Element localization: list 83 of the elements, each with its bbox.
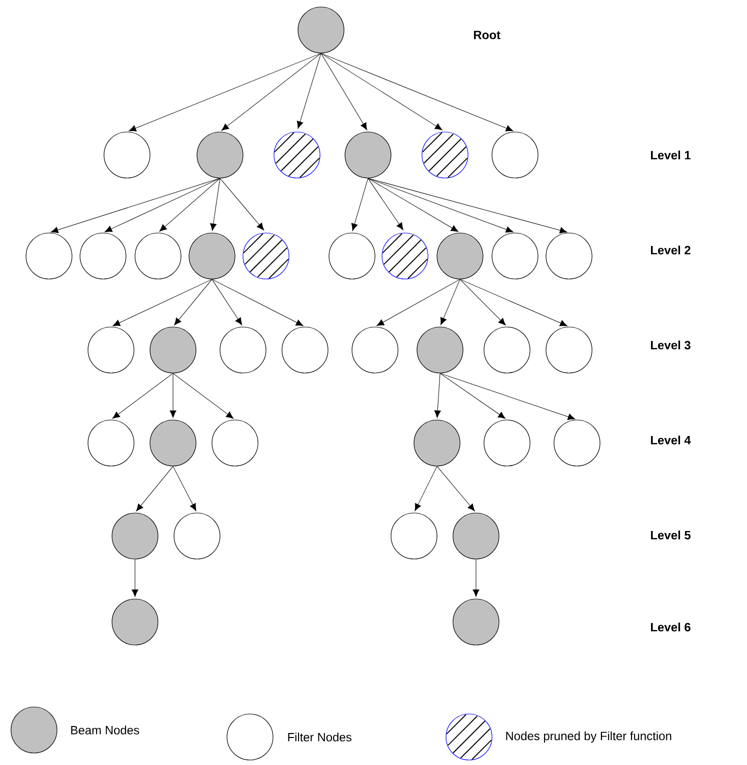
arrow	[112, 279, 212, 326]
level-label: Level 3	[651, 340, 690, 350]
filter-node-circle	[484, 326, 530, 374]
arrow	[112, 373, 174, 419]
filter-node-circle	[328, 232, 376, 280]
beam-node-circle	[150, 420, 196, 466]
filter-node-circle	[220, 326, 266, 374]
arrow	[50, 178, 220, 234]
filter-node-circle	[492, 232, 538, 280]
level-label: Root	[474, 30, 500, 40]
level-label: Level 1	[651, 150, 691, 160]
beam-node-circle	[452, 598, 500, 646]
arrow	[104, 178, 220, 232]
beam-node-circle	[416, 326, 464, 374]
filter-node-circle	[104, 132, 150, 178]
arrow	[460, 279, 506, 326]
arrow	[320, 53, 368, 130]
filter-node-circle	[546, 232, 592, 280]
arrow	[368, 178, 568, 234]
pruned-node-circle	[274, 132, 320, 178]
arrow	[436, 466, 475, 512]
beam-node-circle	[150, 326, 196, 374]
arrow	[210, 178, 220, 231]
filter-node-circle	[554, 420, 600, 466]
arrow	[434, 373, 441, 418]
arrow	[368, 178, 514, 233]
filter-node-circle	[282, 326, 328, 374]
beam-node-circle	[298, 6, 344, 54]
legend-label: Beam Nodes	[71, 726, 140, 734]
legend-label: Nodes pruned by Filter function	[506, 731, 672, 743]
filter-node-circle	[26, 232, 72, 280]
filter-node-circle	[174, 512, 220, 560]
filter-node-circle	[546, 326, 592, 374]
filter-node-circle	[212, 420, 258, 466]
arrow	[128, 53, 322, 132]
arrow	[159, 178, 220, 232]
level-label: Level 2	[651, 246, 690, 254]
arrow	[172, 373, 234, 419]
filter-node-circle	[352, 326, 398, 374]
arrow	[172, 466, 196, 512]
arrow	[170, 373, 176, 418]
arrow	[368, 178, 458, 232]
arrow	[136, 466, 174, 512]
beam-node-circle	[436, 232, 484, 280]
arrow	[368, 178, 404, 230]
pruned-node-circle	[382, 232, 428, 280]
beam-node-circle	[112, 512, 158, 560]
filter-node-circle	[88, 420, 134, 466]
arrow	[320, 53, 442, 130]
arrow	[460, 279, 568, 326]
arrow	[132, 559, 138, 597]
arrow	[212, 279, 304, 326]
filter-node-circle	[492, 132, 538, 178]
filter-node-circle	[88, 326, 134, 374]
filter-node-circle	[484, 420, 530, 466]
arrow	[351, 178, 368, 231]
level-label: Level 5	[651, 530, 691, 540]
arrow	[440, 279, 460, 326]
filter-node-circle	[134, 232, 182, 280]
beam-node-circle	[344, 132, 392, 178]
arrow	[320, 53, 514, 132]
pruned-node-circle	[422, 132, 468, 178]
arrow	[296, 53, 322, 129]
arrow	[221, 53, 322, 131]
level-label: Level 6	[651, 622, 690, 632]
beam-node-circle	[452, 512, 500, 560]
legend-label: Filter Nodes	[288, 732, 352, 742]
filter-node-circle	[80, 232, 126, 280]
beam-node-circle	[188, 232, 236, 280]
arrow	[414, 466, 438, 512]
pruned-node-circle	[242, 232, 290, 280]
arrow	[174, 279, 212, 326]
arrow	[212, 279, 242, 326]
beam-node-circle	[196, 132, 244, 178]
beam-node-circle	[112, 598, 158, 646]
level-label: Level 4	[651, 436, 691, 444]
arrow	[440, 373, 576, 420]
filter-node-circle	[390, 512, 438, 560]
arrow	[220, 178, 264, 230]
arrow	[376, 279, 460, 326]
arrow	[472, 559, 480, 597]
arrow	[440, 373, 506, 419]
beam-node-circle	[414, 420, 460, 466]
